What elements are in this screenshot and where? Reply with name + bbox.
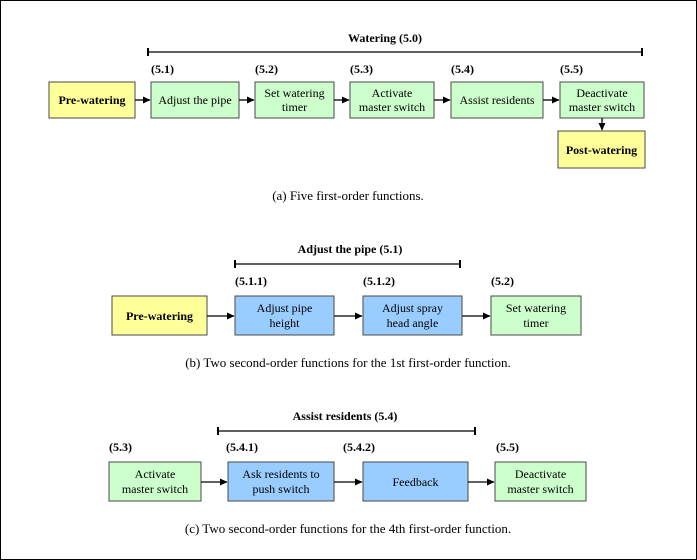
pre-watering-box-b: Pre-watering: [111, 295, 208, 336]
label-set-timer-b-1: Set watering: [506, 301, 566, 315]
label-assist-a: Assist residents: [460, 93, 535, 107]
label-deactivate-c-1: Deactivate: [515, 467, 566, 481]
post-watering-label-a: Post-watering: [566, 143, 637, 157]
caption-b: (b) Two second-order functions for the 1…: [185, 355, 511, 370]
pre-watering-box-a: Pre-watering: [48, 81, 136, 119]
num-5-4-a: (5.4): [451, 62, 474, 76]
label-deactivate-a-1: Deactivate: [576, 86, 627, 100]
diagram-c: Assist residents (5.4) (5.3) Activate ma…: [108, 409, 587, 536]
num-5-3-c: (5.3): [109, 440, 132, 454]
label-adjust-pipe-a: Adjust the pipe: [158, 93, 231, 107]
label-activate-a-1: Activate: [372, 86, 413, 100]
num-5-4-2-c: (5.4.2): [343, 440, 375, 454]
diagram-b: Adjust the pipe (5.1) Pre-watering (5.1.…: [111, 242, 582, 370]
pre-watering-label-a: Pre-watering: [58, 93, 125, 107]
box-deactivate-c: Deactivate master switch: [494, 461, 587, 502]
pre-watering-label-b: Pre-watering: [126, 309, 193, 323]
box-feedback-c: Feedback: [362, 461, 469, 502]
label-adjust-spray-b-1: Adjust spray: [382, 301, 443, 315]
num-5-1-a: (5.1): [151, 62, 174, 76]
title-c: Assist residents (5.4): [293, 409, 398, 423]
num-5-5-a: (5.5): [560, 62, 583, 76]
num-5-4-1-c: (5.4.1): [226, 440, 258, 454]
label-feedback-c: Feedback: [393, 475, 439, 489]
box-assist-a: Assist residents: [450, 81, 544, 119]
box-set-timer-a: Set watering timer: [254, 81, 335, 119]
box-ask-residents-c: Ask residents to push switch: [227, 461, 335, 502]
box-set-timer-b: Set watering timer: [490, 295, 582, 336]
caption-a: (a) Five first-order functions.: [272, 188, 424, 203]
box-adjust-height-b: Adjust pipe height: [234, 295, 335, 336]
post-watering-box-a: Post-watering: [557, 130, 646, 169]
num-5-5-c: (5.5): [496, 440, 519, 454]
label-activate-c-1: Activate: [135, 467, 176, 481]
box-adjust-pipe-a: Adjust the pipe: [150, 81, 240, 119]
title-a: Watering (5.0): [348, 31, 422, 45]
box-activate-a: Activate master switch: [349, 81, 435, 119]
label-set-timer-a-1: Set watering: [264, 86, 324, 100]
box-deactivate-a: Deactivate master switch: [559, 81, 645, 119]
num-5-1-1-b: (5.1.1): [235, 274, 267, 288]
label-adjust-height-b-2: height: [270, 316, 301, 330]
box-adjust-spray-b: Adjust spray head angle: [362, 295, 463, 336]
label-deactivate-a-2: master switch: [569, 100, 635, 114]
diagram-a: Watering (5.0) Pre-watering (5.1) Adjust…: [48, 31, 646, 203]
num-5-1-2-b: (5.1.2): [363, 274, 395, 288]
label-deactivate-c-2: master switch: [507, 482, 573, 496]
label-set-timer-b-2: timer: [523, 316, 548, 330]
num-5-2-a: (5.2): [255, 62, 278, 76]
num-5-2-b: (5.2): [491, 274, 514, 288]
title-b: Adjust the pipe (5.1): [298, 242, 403, 256]
box-activate-c: Activate master switch: [108, 461, 202, 502]
label-activate-c-2: master switch: [122, 482, 188, 496]
label-set-timer-a-2: timer: [282, 100, 307, 114]
label-ask-residents-c-1: Ask residents to: [242, 467, 319, 481]
caption-c: (c) Two second-order functions for the 4…: [185, 521, 511, 536]
label-activate-a-2: master switch: [359, 100, 425, 114]
label-ask-residents-c-2: push switch: [253, 482, 310, 496]
num-5-3-a: (5.3): [350, 62, 373, 76]
label-adjust-height-b-1: Adjust pipe: [257, 301, 313, 315]
label-adjust-spray-b-2: head angle: [387, 316, 439, 330]
